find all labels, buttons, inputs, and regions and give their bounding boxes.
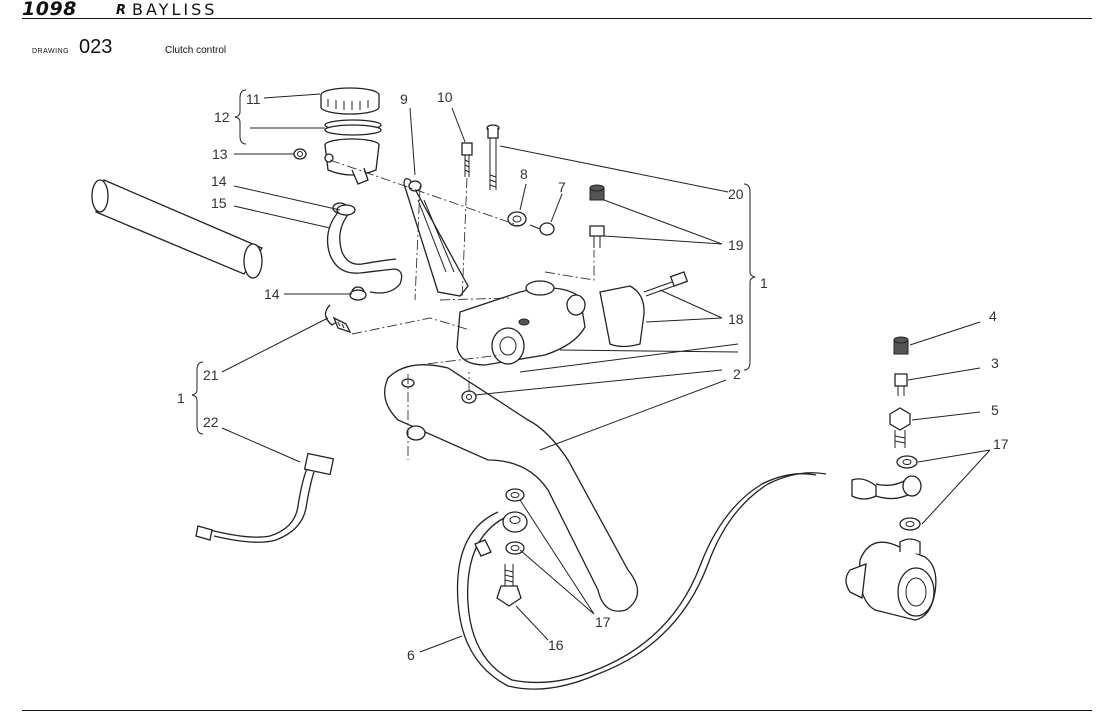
callout-2: 2 (733, 366, 741, 382)
bracket-group-12 (234, 89, 247, 145)
drawing-number: 023 (79, 36, 113, 58)
model-name: BAYLISS (132, 0, 218, 19)
callout-4: 4 (989, 308, 997, 324)
bushing-8 (507, 211, 527, 227)
clamp-screw-18 (643, 271, 689, 297)
clutch-hose (456, 472, 922, 690)
callout-14-upper: 14 (211, 173, 227, 189)
callout-14-lower: 14 (264, 286, 280, 302)
callout-1-right: 1 (760, 275, 768, 291)
callout-7: 7 (558, 179, 566, 195)
fitting-5 (889, 407, 911, 448)
reservoir-seal (324, 119, 382, 136)
banjo-bolt-16 (496, 564, 522, 607)
callout-21: 21 (203, 367, 219, 383)
callout-3: 3 (991, 355, 999, 371)
callout-6: 6 (407, 647, 415, 663)
washer-17c (896, 455, 918, 469)
bleed-valve-19 (589, 225, 605, 248)
bracket-group-1-right (743, 183, 756, 371)
callout-16: 16 (548, 637, 564, 653)
leader-lines (221, 93, 991, 653)
callout-13: 13 (212, 146, 228, 162)
callout-11: 11 (246, 91, 261, 107)
reservoir-hose (324, 202, 403, 326)
callout-17-bottom: 17 (595, 614, 611, 630)
callout-labels: 11 12 13 14 15 14 9 10 8 7 20 19 1 18 2 … (177, 89, 1009, 663)
bleed-cap-4 (893, 336, 909, 355)
clutch-lever (384, 364, 639, 612)
washer-17a (505, 488, 525, 502)
hose-clip-lower (349, 289, 367, 301)
callout-5: 5 (991, 402, 999, 418)
model-number: 1098 (22, 0, 77, 20)
callout-18: 18 (728, 311, 744, 327)
callout-15: 15 (211, 195, 227, 211)
model-suffix: R (116, 3, 127, 18)
reservoir-nut (293, 148, 307, 160)
washer-17d (899, 517, 921, 531)
footer-rule (22, 710, 1092, 711)
master-cylinder (456, 280, 645, 366)
bracket (403, 178, 469, 297)
callout-8: 8 (520, 166, 528, 182)
washer-17b (505, 541, 525, 555)
header-rule (22, 18, 1092, 19)
callout-22: 22 (203, 414, 219, 430)
handlebar-grip (91, 179, 263, 279)
callout-1-left: 1 (177, 390, 185, 406)
callout-10: 10 (437, 89, 453, 105)
bracket-group-1-left (191, 361, 204, 435)
long-screw-20 (486, 124, 500, 190)
hose-fitting (332, 316, 352, 334)
drawing-label: DRAWING (32, 48, 70, 55)
lever-nut-2 (461, 390, 477, 404)
callout-12: 12 (214, 109, 230, 125)
clutch-switch-wire (195, 452, 335, 543)
bleed-valve-3 (894, 373, 908, 396)
pin-7 (529, 222, 555, 236)
drawing-title: Clutch control (165, 45, 227, 56)
callout-17-right: 17 (993, 436, 1009, 452)
screw-10 (461, 142, 473, 177)
assembly-lines (329, 159, 595, 460)
banjo-17 (502, 511, 528, 533)
slave-cylinder (845, 538, 937, 621)
callout-20: 20 (728, 186, 744, 202)
bleed-cap-19 (589, 184, 605, 201)
callout-19: 19 (728, 237, 744, 253)
callout-9: 9 (400, 91, 408, 107)
fluid-reservoir (324, 138, 380, 185)
hose-clip-upper (336, 204, 356, 216)
reservoir-cap (320, 87, 380, 115)
